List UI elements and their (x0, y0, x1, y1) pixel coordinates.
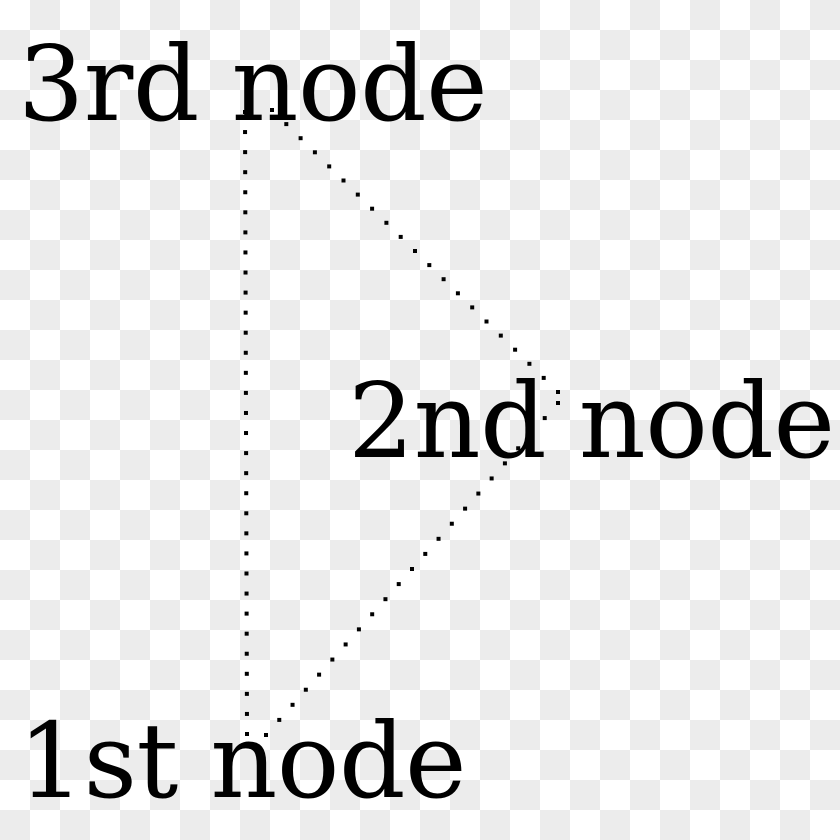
edge-dot (410, 567, 414, 571)
edge-dot (245, 732, 249, 736)
edge-dot (243, 410, 248, 415)
edge-dot (243, 230, 248, 235)
edge-dot (502, 461, 507, 466)
edge-dot (441, 277, 446, 282)
edge-dot (398, 234, 403, 239)
edge-3rd-to-1st (243, 110, 249, 736)
edge-dot (542, 416, 547, 421)
edge-dot (470, 305, 475, 310)
edge-dot (527, 361, 532, 366)
edge-dot (476, 491, 481, 496)
edge-dot (244, 631, 249, 636)
edge-dot (341, 178, 346, 183)
edge-dot (423, 551, 428, 556)
edge-2nd-to-1st (264, 401, 560, 737)
edge-dot (484, 319, 489, 324)
edge-dot (243, 110, 247, 114)
edge-dot (463, 506, 468, 511)
edge-dot (243, 210, 248, 215)
edge-dot (513, 347, 518, 352)
edge-dot (244, 571, 249, 576)
edge-dot (556, 390, 560, 394)
edge-dot (303, 687, 308, 692)
edge-dot (244, 491, 249, 496)
edge-dot (413, 249, 417, 253)
edge-dot (243, 350, 248, 355)
edge-dot (290, 702, 295, 707)
edge-dot (370, 612, 375, 617)
edge-dot (298, 136, 303, 141)
edge-dot (384, 220, 389, 225)
edge-dot (244, 551, 249, 556)
edge-dot (243, 310, 248, 315)
edge-dot (243, 370, 248, 375)
edge-dot (284, 122, 289, 127)
edge-dot (529, 431, 534, 436)
edge-dot (243, 170, 248, 175)
edge-dot (244, 651, 249, 656)
edge-dot (516, 446, 521, 451)
node-label-3rd: 3rd node (18, 23, 488, 145)
edge-dot (436, 536, 441, 541)
edge-dot (244, 691, 249, 696)
edge-dot (427, 263, 432, 268)
edge-dot (556, 401, 560, 405)
edge-dot (244, 451, 249, 456)
edge-dot (541, 375, 546, 380)
edge-dot (243, 330, 248, 335)
edge-dot (370, 206, 375, 211)
edge-dot (243, 130, 248, 135)
edge-dot (312, 150, 317, 155)
edge-dot (243, 390, 248, 395)
edge-dot (383, 597, 388, 602)
node-label-1st: 1st node (18, 700, 467, 822)
edge-dot (396, 582, 401, 587)
dotted-edges-group (243, 108, 560, 737)
edge-dot (244, 611, 249, 616)
edge-dot (243, 290, 248, 295)
edge-dot (356, 627, 361, 632)
edge-dot (343, 642, 348, 647)
edge-dot (455, 291, 460, 296)
edge-dot (277, 717, 282, 722)
edge-dot (244, 671, 249, 676)
node-label-2nd: 2nd node (348, 360, 835, 482)
edge-dot (264, 733, 268, 737)
edge-dot (244, 431, 249, 436)
edge-dot (244, 591, 249, 596)
edge-dot (244, 531, 249, 536)
edge-dot (270, 108, 274, 112)
edge-dot (327, 164, 332, 169)
edge-3rd-to-2nd (270, 108, 560, 394)
edge-dot (243, 150, 248, 155)
edge-dot (498, 333, 503, 338)
edge-dot (243, 250, 248, 255)
edge-dot (244, 511, 249, 516)
edge-dot (489, 476, 494, 481)
edge-dot (243, 190, 248, 195)
edge-dot (244, 711, 249, 716)
edge-dot (355, 192, 360, 197)
edge-dot (330, 657, 335, 662)
edge-dot (449, 521, 454, 526)
edge-dot (243, 270, 248, 275)
edge-dot (317, 672, 322, 677)
edge-dot (244, 471, 249, 476)
